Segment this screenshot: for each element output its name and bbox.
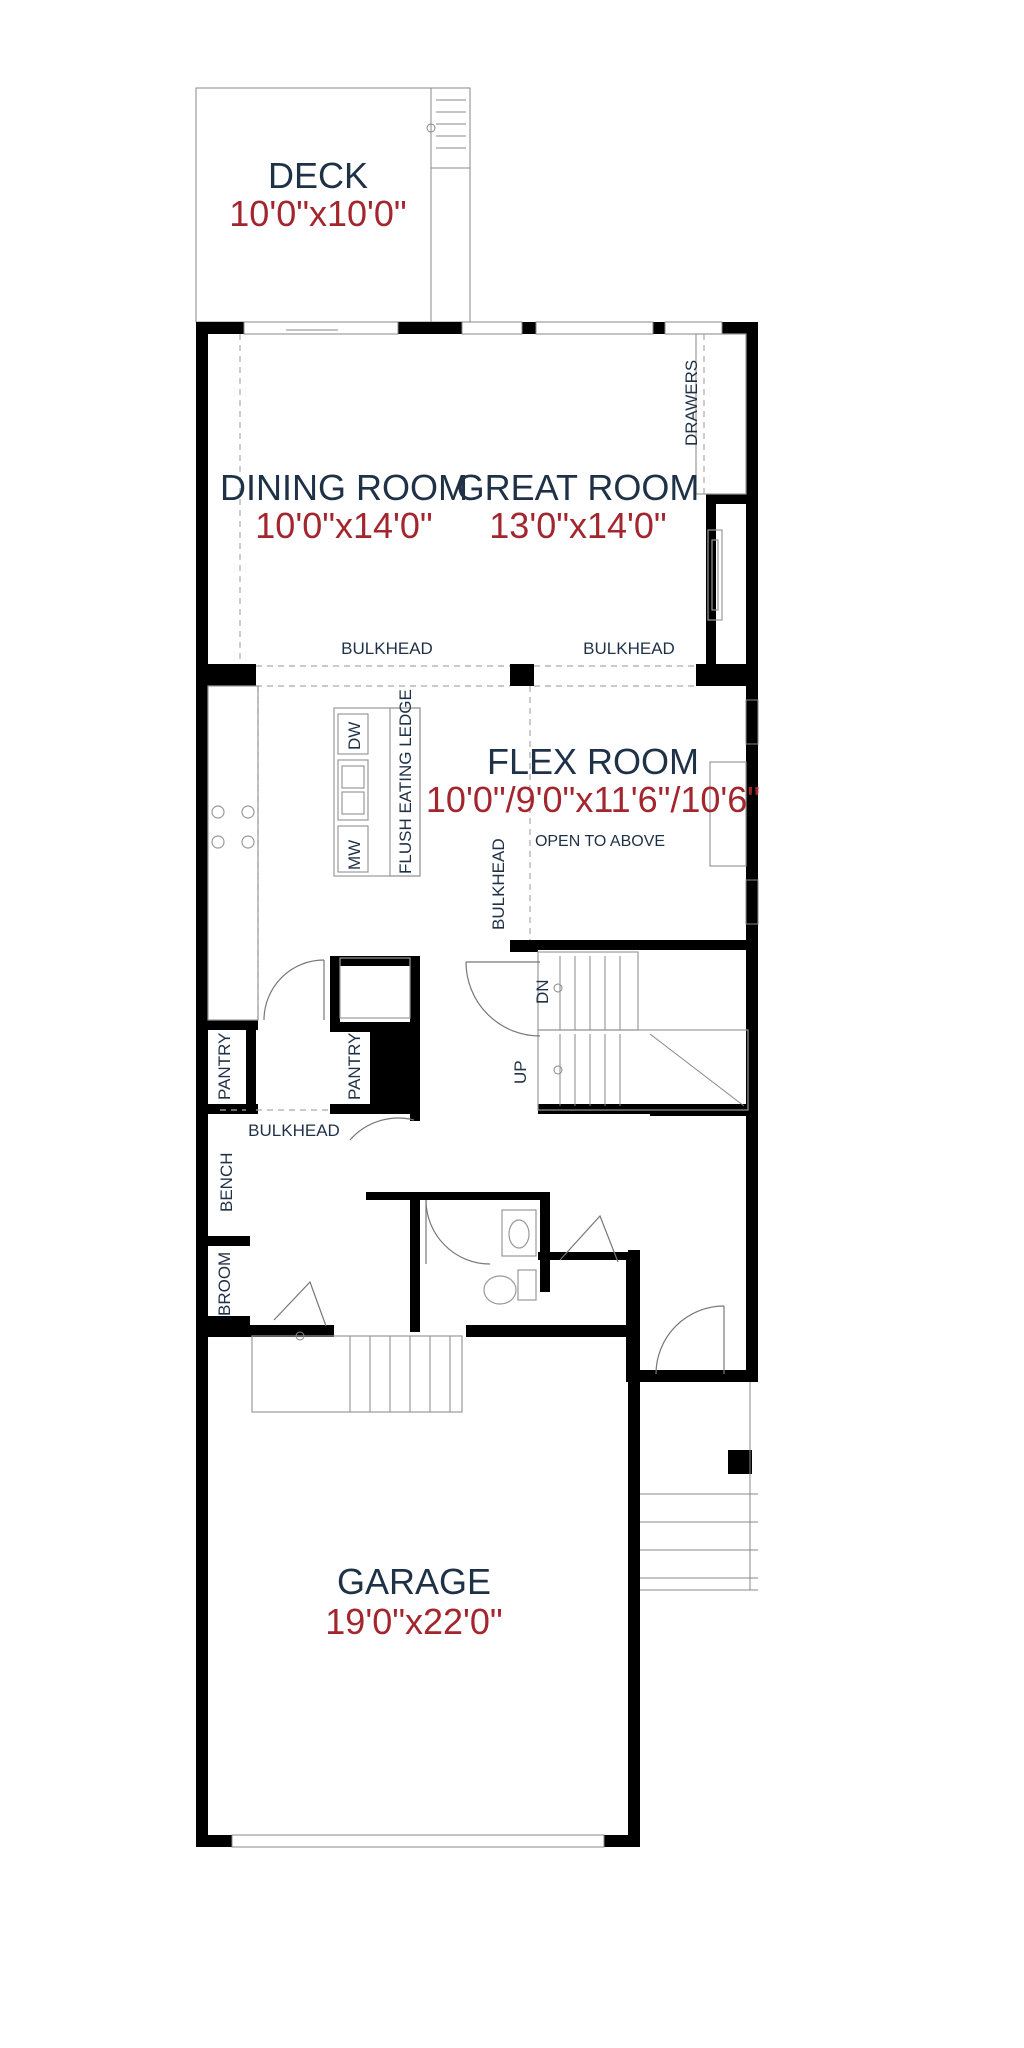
stairs-down-label: DN xyxy=(533,979,552,1004)
stairs-up-label: UP xyxy=(511,1060,530,1084)
flush-eating-ledge-label: FLUSH EATING LEDGE xyxy=(396,689,415,874)
great-room-name: GREAT ROOM xyxy=(457,467,700,508)
fireplace xyxy=(695,333,747,867)
powder-room xyxy=(483,1209,537,1305)
doors xyxy=(263,959,725,1375)
microwave-label: MW xyxy=(345,840,364,870)
garage-name: GARAGE xyxy=(337,1561,491,1602)
open-to-above-label: OPEN TO ABOVE xyxy=(535,833,665,850)
windows xyxy=(231,321,759,1848)
dashed-lines xyxy=(220,334,705,1111)
deck-name: DECK xyxy=(268,155,368,196)
flex-room-name: FLEX ROOM xyxy=(487,741,699,782)
bulkhead-label-great: BULKHEAD xyxy=(583,639,675,658)
drawers-label: DRAWERS xyxy=(682,360,701,446)
bulkhead-label-dining: BULKHEAD xyxy=(341,639,433,658)
bulkhead-label-entry: BULKHEAD xyxy=(248,1121,340,1140)
pantry-label-right: PANTRY xyxy=(345,1033,364,1100)
garage-dims: 19'0"x22'0" xyxy=(325,1601,502,1642)
deck-dims: 10'0"x10'0" xyxy=(229,193,406,234)
stairs xyxy=(251,951,758,1591)
broom-label: BROOM xyxy=(215,1252,234,1316)
dining-room-dims: 10'0"x14'0" xyxy=(255,505,432,546)
dining-room-name: DINING ROOM xyxy=(220,467,468,508)
pantry-label-left: PANTRY xyxy=(215,1033,234,1100)
great-room-dims: 13'0"x14'0" xyxy=(489,505,666,546)
dishwasher-label: DW xyxy=(345,722,364,750)
kitchen-fixtures xyxy=(207,685,421,1106)
flex-room-dims: 10'0"/9'0"x11'6"/10'6" xyxy=(426,779,760,820)
bench-label: BENCH xyxy=(217,1152,236,1212)
bulkhead-label-flex: BULKHEAD xyxy=(489,838,508,930)
